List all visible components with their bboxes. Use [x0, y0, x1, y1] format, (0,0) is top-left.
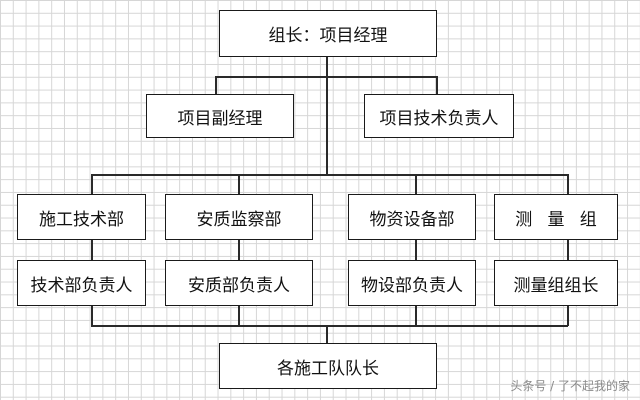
connector-top — [326, 56, 328, 94]
connector-lead-4 — [567, 240, 569, 260]
connector-dept-2 — [238, 174, 240, 194]
connector-lead-2 — [238, 240, 240, 260]
node-tech-dept-lead: 技术部负责人 — [17, 260, 146, 306]
node-label: 测量组组长 — [513, 275, 599, 296]
node-construction-tech-dept: 施工技术部 — [17, 194, 146, 240]
node-label: 技术部负责人 — [30, 275, 133, 296]
node-survey-group-leader: 测量组组长 — [494, 260, 618, 306]
node-survey-group: 测量组 — [494, 194, 618, 240]
watermark: 头条号 / 了不起我的家 — [510, 379, 630, 393]
connector-dept-1 — [91, 174, 93, 194]
node-label: 组长：项目经理 — [268, 26, 388, 46]
node-materials-equipment-dept: 物资设备部 — [348, 194, 476, 240]
connector-bottom-3 — [415, 306, 417, 326]
connector-lead-3 — [415, 240, 417, 260]
node-team-leaders: 各施工队队长 — [219, 343, 437, 389]
connector-lead-1 — [91, 240, 93, 260]
node-label: 各施工队队长 — [277, 358, 379, 379]
node-label: 测量组 — [515, 209, 613, 230]
node-deputy-manager: 项目副经理 — [146, 94, 294, 138]
connector-level2-down — [326, 94, 328, 174]
connector-level2-bus — [215, 76, 437, 78]
connector-bottom-2 — [238, 306, 240, 326]
connector-bottom-4 — [567, 306, 569, 326]
connector-top-left — [215, 76, 217, 94]
node-label: 物资设备部 — [369, 209, 455, 230]
connector-bottom-center — [326, 325, 328, 343]
connector-bottom-1 — [91, 306, 93, 326]
connector-top-right — [436, 76, 438, 94]
node-label: 项目技术负责人 — [379, 108, 499, 129]
node-safety-dept-lead: 安质部负责人 — [165, 260, 313, 306]
node-label: 安质部负责人 — [188, 275, 290, 296]
node-technical-lead: 项目技术负责人 — [364, 94, 514, 138]
node-label: 物设部负责人 — [361, 275, 463, 296]
node-label: 项目副经理 — [177, 108, 263, 129]
connector-bottom-bus — [91, 325, 568, 327]
node-safety-quality-dept: 安质监察部 — [165, 194, 313, 240]
connector-dept-bus — [91, 174, 568, 176]
connector-dept-4 — [567, 174, 569, 194]
node-materials-dept-lead: 物设部负责人 — [348, 260, 476, 306]
node-project-manager: 组长：项目经理 — [219, 10, 437, 57]
connector-dept-3 — [415, 174, 417, 194]
node-label: 施工技术部 — [39, 209, 124, 230]
node-label: 安质监察部 — [196, 209, 282, 230]
